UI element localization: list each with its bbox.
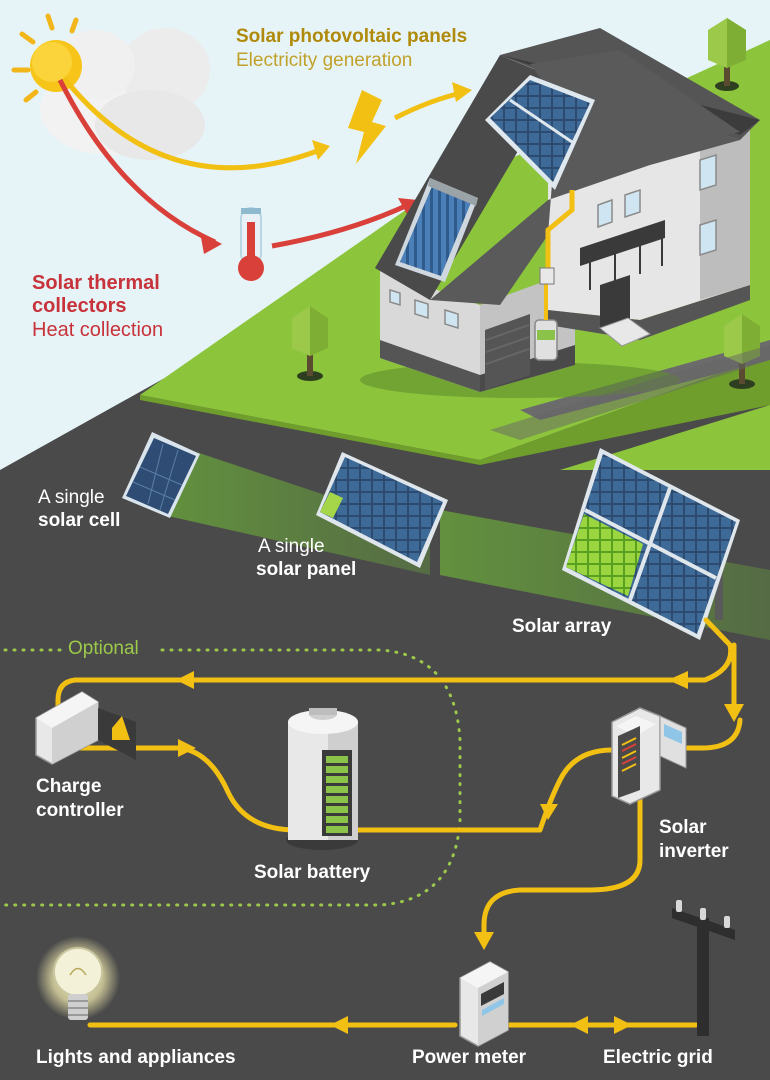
cell-name: solar cell [38,510,121,531]
flow-arrowheads [176,671,744,1034]
sun-icon [11,13,82,103]
grid-label: Electric grid [603,1047,713,1068]
grass-strip-right [560,405,770,470]
inverter-label-line1: Solar [659,817,707,838]
meter-label: Power meter [412,1047,527,1068]
lights-label: Lights and appliances [36,1047,236,1068]
charge-controller-icon [35,691,136,765]
power-meter-icon [459,961,509,1047]
optional-label: Optional [68,638,139,659]
lawn-edge [140,355,770,465]
cell-prefix: A single [38,487,105,508]
array-label: Solar array [512,616,612,637]
tree-icon [708,18,746,91]
pv-subtitle: Electricity generation [236,50,413,71]
lightning-icon [348,90,386,164]
thermometer-icon [238,207,264,281]
thermal-title-line2: collectors [32,295,127,317]
charge-label-line2: controller [36,800,124,821]
inverter-label-line2: inverter [659,841,729,862]
heat-ray [57,78,217,245]
inverter-icon [611,707,687,805]
house-icon [360,28,760,398]
thermal-subtitle: Heat collection [32,319,164,341]
panel-name: solar panel [256,559,357,580]
pv-light-ray [62,76,326,171]
solar-array-icon [562,448,740,640]
battery-icon [286,708,358,850]
pv-title: Solar photovoltaic panels [236,26,468,47]
solar-cell-icon [122,432,430,575]
bulb-icon [36,936,120,1020]
thermal-title-line1: Solar thermal [32,272,160,294]
charge-label-line1: Charge [36,776,102,797]
pole-icon [672,900,735,1036]
panel-prefix: A single [258,536,325,557]
tree-icon [292,306,328,381]
heat-ray-to-collector [271,201,412,249]
battery-label: Solar battery [254,862,371,883]
optional-region-border [3,648,462,907]
